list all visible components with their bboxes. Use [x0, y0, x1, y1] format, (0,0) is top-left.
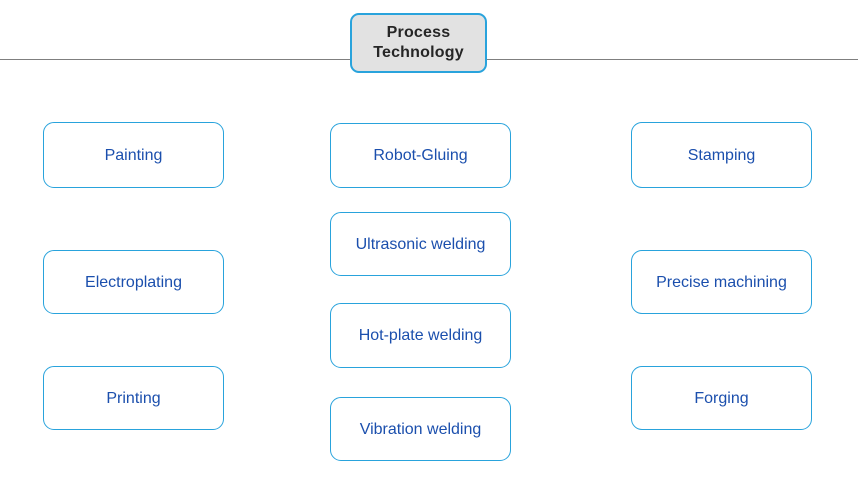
node-precise-machining[interactable]: Precise machining	[631, 250, 812, 314]
node-vibration-welding[interactable]: Vibration welding	[330, 397, 511, 461]
node-label: Precise machining	[656, 273, 787, 291]
node-label: Vibration welding	[359, 420, 482, 438]
node-ultrasonic-welding[interactable]: Ultrasonic welding	[330, 212, 511, 276]
node-stamping[interactable]: Stamping	[631, 122, 812, 188]
node-label: Hot-plate welding	[358, 327, 483, 344]
node-label: Electroplating	[85, 273, 182, 291]
node-label: Robot-Gluing	[373, 147, 468, 164]
node-label: Stamping	[687, 146, 756, 164]
node-forging[interactable]: Forging	[631, 366, 812, 430]
node-painting[interactable]: Painting	[43, 122, 224, 188]
node-label: Painting	[104, 146, 163, 164]
node-label: Forging	[694, 389, 749, 407]
root-node-label: Process Technology	[373, 24, 464, 61]
root-node-process-technology[interactable]: Process Technology	[350, 13, 487, 73]
node-robot-gluing[interactable]: Robot-Gluing	[330, 123, 511, 188]
node-label: Printing	[106, 389, 161, 407]
node-label: Ultrasonic welding	[355, 235, 486, 253]
node-printing[interactable]: Printing	[43, 366, 224, 430]
node-electroplating[interactable]: Electroplating	[43, 250, 224, 314]
node-hot-plate-welding[interactable]: Hot-plate welding	[330, 303, 511, 368]
